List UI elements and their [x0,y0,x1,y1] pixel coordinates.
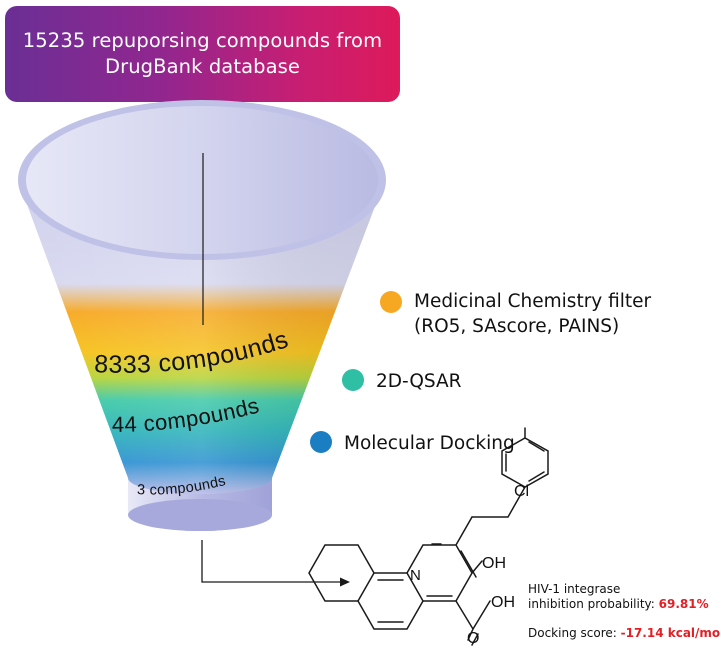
banner-line-1: 15235 repuporsing compounds from [22,29,383,52]
oh-label-2: OH [491,594,515,611]
funnel-neck-base [128,499,272,531]
info-docking: Docking score: -17.14 kcal/mol [528,626,721,641]
legend-dot-teal [342,369,364,391]
legend-dot-blue [310,431,332,453]
info-probability: inhibition probability: 69.81% [528,597,709,612]
legend-item-2d-qsar: 2D-QSAR [342,369,462,394]
info-target: HIV-1 integrase [528,582,621,596]
legend-label-2: 2D-QSAR [376,371,462,392]
cl-label: Cl [514,483,529,500]
oh-label-1: OH [482,555,506,572]
legend-item-medicinal-chemistry: Medicinal Chemistry filter (RO5, SAscore… [380,289,651,339]
molecule-structure [308,427,549,646]
docking-label: Docking score: [528,626,617,640]
o-label: O [467,630,479,647]
legend-dot-orange [380,291,402,313]
source-banner: 15235 repuporsing compounds from DrugBan… [5,6,400,102]
funnel-interior [26,106,378,254]
docking-value: -17.14 kcal/mol [620,626,721,640]
n-label: N [410,567,421,584]
arrow-head [340,577,350,587]
banner-line-2: DrugBank database [104,55,301,78]
probability-label: inhibition probability: [528,597,655,611]
probability-value: 69.81% [658,597,709,611]
legend-label-1-line-1: Medicinal Chemistry filter [414,291,652,312]
legend-item-molecular-docking: Molecular Docking [310,431,515,456]
legend-label-3: Molecular Docking [344,433,515,454]
legend-label-1-line-2: (RO5, SAscore, PAINS) [414,316,620,337]
result-arrow [201,540,342,583]
